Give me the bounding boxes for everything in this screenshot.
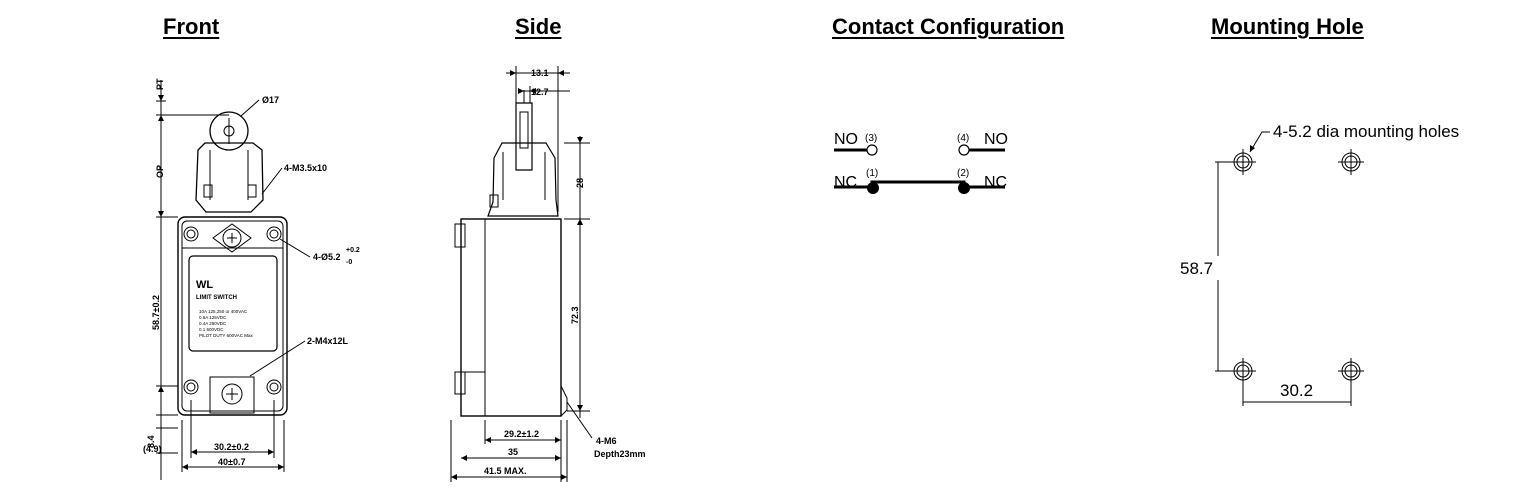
contact-nc-right: NC xyxy=(984,174,1007,191)
title-side: Side xyxy=(515,14,562,39)
mount-holes-label: 4-5.2 dia mounting holes xyxy=(1273,122,1459,141)
label-rating-1: 10A 125,250 or 400VAC xyxy=(199,309,248,314)
title-front: Front xyxy=(163,14,220,39)
mount-hole-top-right xyxy=(1338,149,1364,175)
label-type: LIMIT SWITCH xyxy=(196,295,237,301)
side-depth-label: Depth23mm xyxy=(594,449,646,459)
side-body xyxy=(460,218,562,417)
contact-diagram xyxy=(834,144,1005,189)
front-base-height-alt: (4.9) xyxy=(143,444,162,454)
label-rating-5: PILOT DUTY 600VAC Max xyxy=(199,333,254,338)
label-rating-4: 0.1 600VDC xyxy=(199,327,224,332)
front-hole-label: 4-Ø5.2 xyxy=(313,252,341,262)
mount-hole-top-left xyxy=(1230,149,1256,175)
contact-terminal-3: (3) xyxy=(865,133,877,144)
front-view xyxy=(156,80,311,480)
front-screw-label: 4-M3.5x10 xyxy=(284,163,327,173)
mount-height-label: 58.7 xyxy=(1180,259,1213,278)
contact-3-open xyxy=(866,144,878,156)
side-dim-12-7: 12.7 xyxy=(531,87,549,97)
switch-body xyxy=(177,216,288,416)
side-dim-13-1: 13.1 xyxy=(531,68,549,78)
roller xyxy=(209,111,249,151)
front-hole-spacing: 30.2±0.2 xyxy=(214,442,249,452)
front-arrows xyxy=(158,95,284,470)
front-hole-tol-minus: -0 xyxy=(346,259,352,266)
mounting-hole-diagram xyxy=(1215,131,1364,406)
side-view xyxy=(450,66,593,482)
front-hole-tol-plus: +0.2 xyxy=(346,247,360,254)
actuator-head xyxy=(195,142,264,213)
label-plate xyxy=(188,255,278,352)
contact-terminal-1: (1) xyxy=(866,168,878,179)
side-thread-label: 4-M6 xyxy=(596,436,617,446)
label-model: WL xyxy=(196,279,213,291)
front-conduit-label: 2-M4x12L xyxy=(307,336,349,346)
side-arrows xyxy=(451,70,583,480)
contact-1-closed xyxy=(867,182,879,194)
side-dim-35: 35 xyxy=(508,447,518,457)
contact-no-right: NO xyxy=(984,131,1008,148)
title-contact-configuration: Contact Configuration xyxy=(832,14,1065,39)
label-rating-3: 0.4A 250VDC xyxy=(199,321,227,326)
front-base-height: 8.4 xyxy=(146,435,156,448)
contact-2-closed xyxy=(958,182,970,194)
side-dim-72-3: 72.3 xyxy=(570,306,580,324)
mount-width-label: 30.2 xyxy=(1280,381,1313,400)
mount-hole-bottom-right xyxy=(1338,358,1364,384)
contact-terminal-2: (2) xyxy=(957,168,969,179)
front-op-label: OP xyxy=(155,165,165,178)
contact-4-open xyxy=(958,144,970,156)
side-dim-28: 28 xyxy=(575,178,585,188)
front-width: 40±0.7 xyxy=(218,457,245,467)
title-mounting-hole: Mounting Hole xyxy=(1211,14,1364,39)
mount-hole-bottom-left xyxy=(1230,358,1256,384)
contact-nc-left: NC xyxy=(834,174,857,191)
front-roller-dia: Ø17 xyxy=(262,95,279,105)
label-rating-2: 0.6A 125VDC xyxy=(199,315,227,320)
contact-terminal-4: (4) xyxy=(957,133,969,144)
side-dim-29-2: 29.2±1.2 xyxy=(504,429,539,439)
front-height-label: 58.7±0.2 xyxy=(151,295,161,330)
side-dim-41-5: 41.5 MAX. xyxy=(484,466,527,476)
front-pt-label: PT xyxy=(155,78,165,90)
contact-no-left: NO xyxy=(834,131,858,148)
